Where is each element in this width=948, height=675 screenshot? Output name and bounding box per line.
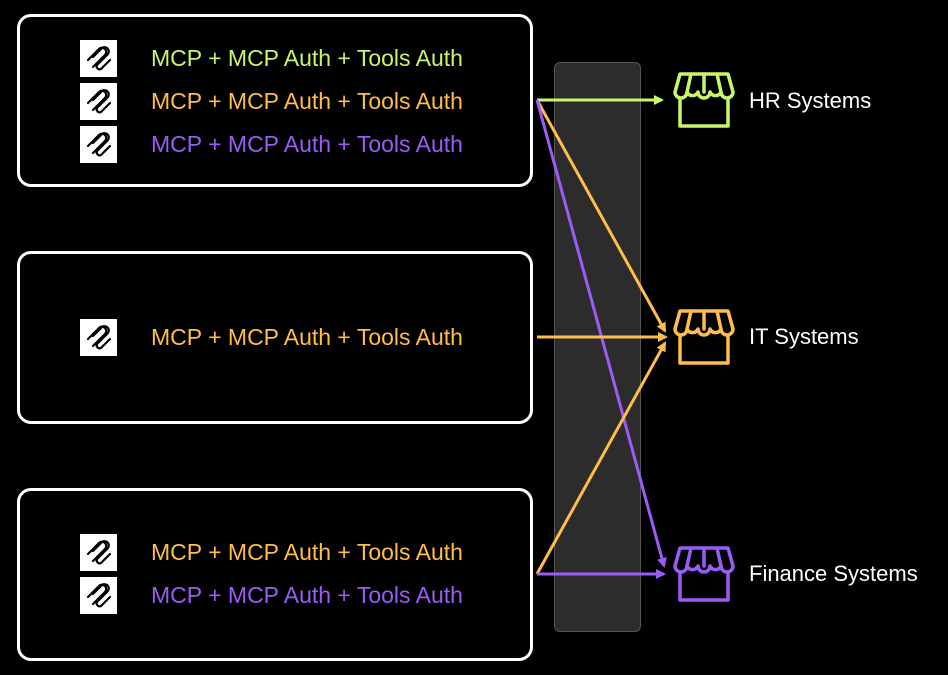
mcp-label-g3-finance: MCP + MCP Auth + Tools Auth bbox=[151, 582, 463, 608]
mcp-label-g2-it: MCP + MCP Auth + Tools Auth bbox=[151, 324, 463, 350]
mcp-icon bbox=[80, 125, 117, 163]
client-group-1 bbox=[17, 14, 533, 187]
arrow-g1-to-finance bbox=[535, 99, 667, 568]
client-group-3 bbox=[17, 488, 533, 661]
arrow-g1-to-it bbox=[535, 99, 667, 333]
mcp-label-g1-finance: MCP + MCP Auth + Tools Auth bbox=[151, 131, 463, 157]
mcp-icon bbox=[80, 576, 117, 614]
mcp-icon bbox=[80, 82, 117, 120]
store-icon bbox=[672, 307, 736, 367]
finance-systems-label: Finance Systems bbox=[749, 561, 918, 586]
mcp-row-g2-it bbox=[80, 318, 117, 356]
mcp-label-g1-it: MCP + MCP Auth + Tools Auth bbox=[151, 88, 463, 114]
mcp-icon bbox=[80, 318, 117, 356]
it-systems-label: IT Systems bbox=[749, 324, 859, 349]
client-group-2 bbox=[17, 251, 533, 424]
store-icon bbox=[672, 70, 736, 130]
mcp-label-g1-hr: MCP + MCP Auth + Tools Auth bbox=[151, 45, 463, 71]
mcp-icon bbox=[80, 533, 117, 571]
arrow-g3-to-it bbox=[535, 341, 667, 575]
mcp-row-g3-finance bbox=[80, 576, 117, 614]
mcp-row-g3-it bbox=[80, 533, 117, 571]
mcp-row-g1-hr bbox=[80, 39, 117, 77]
mcp-label-g3-it: MCP + MCP Auth + Tools Auth bbox=[151, 539, 463, 565]
mcp-icon bbox=[80, 39, 117, 77]
mcp-row-g1-it bbox=[80, 82, 117, 120]
store-icon bbox=[672, 544, 736, 604]
mcp-row-g1-finance bbox=[80, 125, 117, 163]
hr-systems-label: HR Systems bbox=[749, 88, 872, 113]
